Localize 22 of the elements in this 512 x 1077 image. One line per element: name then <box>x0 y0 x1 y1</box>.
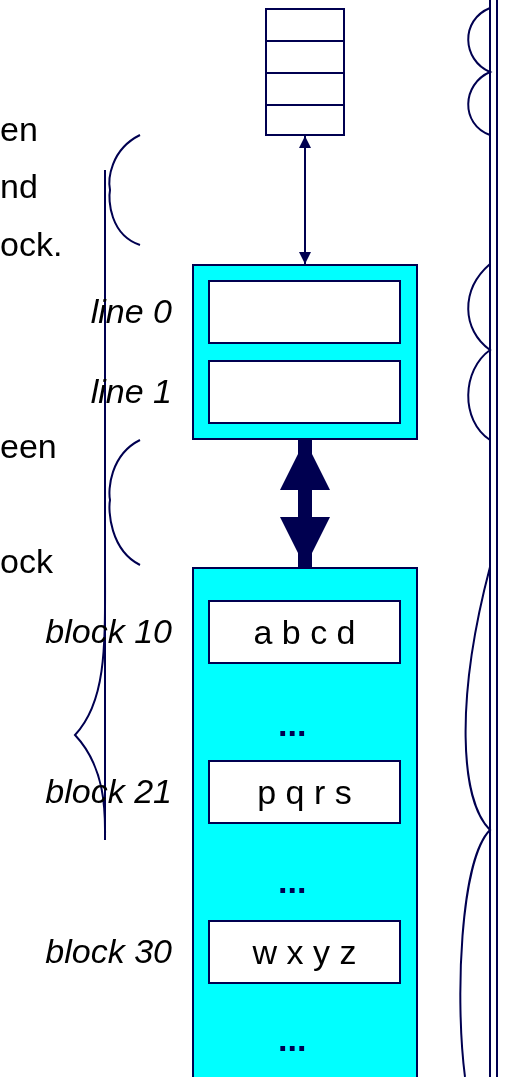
ellipsis: ... <box>278 1020 307 1059</box>
text-fragment: ock. <box>0 225 63 264</box>
block-content: p q r s <box>256 772 353 812</box>
arrow <box>299 135 311 265</box>
cache-line-slot <box>208 360 401 424</box>
block-label: block 30 <box>45 932 172 971</box>
thick-arrow <box>280 440 330 567</box>
memory-box <box>192 567 418 1077</box>
block-content: a b c d <box>252 612 357 652</box>
cache-line-slot <box>208 280 401 344</box>
ellipsis: ... <box>278 705 307 744</box>
text-fragment: en <box>0 110 38 149</box>
cache-box <box>192 264 418 440</box>
memory-block <box>208 600 401 664</box>
memory-block <box>208 920 401 984</box>
ellipsis: ... <box>278 862 307 901</box>
text-fragment: nd <box>0 167 38 206</box>
register-stack <box>265 8 345 136</box>
block-content: w x y z <box>251 932 358 972</box>
text-fragment: een <box>0 427 57 466</box>
memory-block <box>208 760 401 824</box>
text-fragment: ock <box>0 542 53 581</box>
